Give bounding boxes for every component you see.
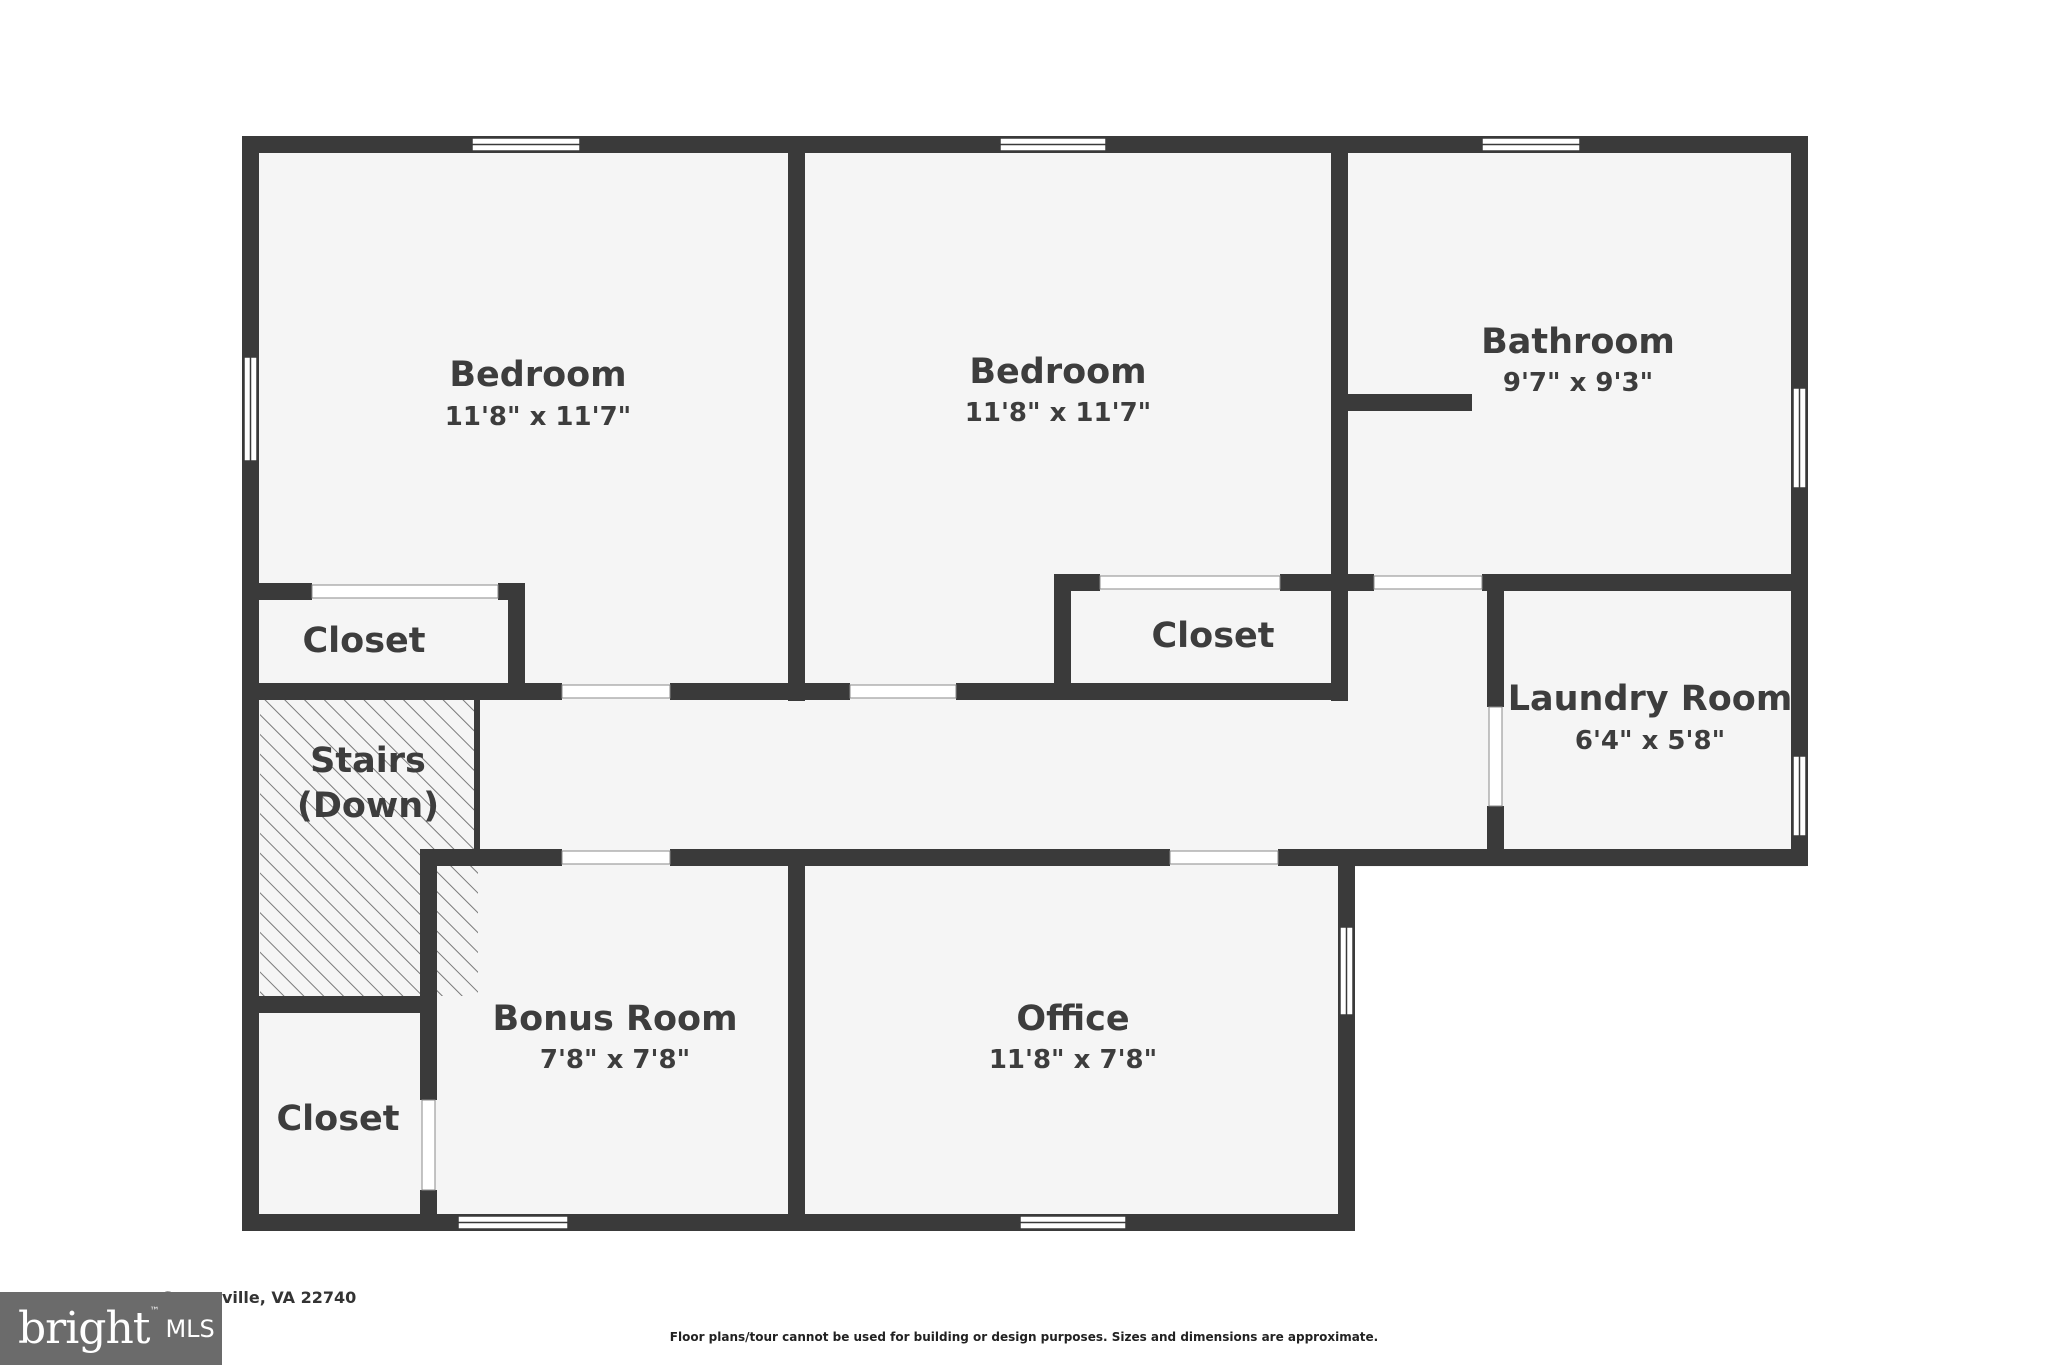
wall-bed1-bed2 <box>788 136 805 701</box>
door-bonus <box>561 850 671 865</box>
room-dimensions: 11'8" x 11'7" <box>445 402 631 432</box>
room-dimensions: 11'8" x 7'8" <box>989 1045 1157 1075</box>
window-bath-right <box>1792 387 1807 489</box>
wall-bath-stub <box>1348 394 1472 411</box>
wall-stairs-bottom <box>242 996 437 1013</box>
door-bath <box>1373 575 1483 590</box>
window-bonus-bottom <box>457 1215 569 1230</box>
wall-hall-bottom-c <box>1278 849 1498 866</box>
wall-hall-bottom-b <box>670 849 1170 866</box>
wall-bonus-left <box>420 850 437 1100</box>
windows <box>243 137 1807 1230</box>
door-laundry <box>1488 706 1503 807</box>
stairs-hatch-lower <box>260 850 424 996</box>
room-name: Bedroom <box>969 352 1146 392</box>
door-closet2 <box>1099 575 1281 590</box>
window-bed2-top <box>999 137 1107 152</box>
wall-hall-top-b <box>670 683 850 700</box>
bright-mls-logo: bright ™ MLS <box>0 1292 222 1365</box>
door-bed1 <box>561 684 671 699</box>
door-office <box>1169 850 1279 865</box>
window-office-bottom <box>1019 1215 1127 1230</box>
room-subtitle: (Down) <box>297 786 439 826</box>
wall-laundry-left-top <box>1487 582 1504 707</box>
window-office-right <box>1339 926 1354 1016</box>
room-name: Bedroom <box>449 355 626 395</box>
room-dimensions: 11'8" x 11'7" <box>965 398 1151 428</box>
wall-stairs-right <box>474 700 480 850</box>
wall-closet1-right <box>508 583 525 700</box>
room-name: Stairs <box>310 741 426 781</box>
window-bath-top <box>1481 137 1581 152</box>
wall-closet2-left <box>1054 574 1071 700</box>
room-name: Office <box>1016 999 1129 1039</box>
room-labels: Bedroom 11'8" x 11'7" Bedroom 11'8" x 11… <box>276 322 1792 1139</box>
room-name: Closet <box>276 1099 399 1139</box>
window-bed1-left <box>243 356 258 462</box>
room-dimensions: 6'4" x 5'8" <box>1575 726 1725 756</box>
wall-bed2-bath <box>1331 136 1348 701</box>
logo-wordmark: bright <box>18 1303 150 1354</box>
room-name: Bonus Room <box>492 999 737 1039</box>
wall-bonus-office <box>788 858 805 1231</box>
wall-hall-bottom-a <box>420 849 562 866</box>
window-bed1-top <box>471 137 581 152</box>
wall-closet2-top-a <box>1054 574 1100 591</box>
wall-laundry-top-a <box>1482 574 1808 591</box>
doors <box>311 575 1503 1191</box>
disclaimer-text: Floor plans/tour cannot be used for buil… <box>669 1330 1379 1344</box>
wall-right-lower <box>1338 849 1355 1231</box>
wall-hall-top-a <box>242 683 562 700</box>
room-dimensions: 7'8" x 7'8" <box>540 1045 690 1075</box>
window-laundry-right <box>1792 755 1807 837</box>
wall-hall-top-c <box>956 683 1348 700</box>
wall-closet1-top-b <box>498 583 525 600</box>
door-bed2 <box>849 684 957 699</box>
room-name: Closet <box>302 621 425 661</box>
door-closet1 <box>311 584 499 599</box>
room-name: Bathroom <box>1481 322 1675 362</box>
logo-mls-text: MLS <box>165 1314 215 1343</box>
wall-closet1-top-a <box>242 583 312 600</box>
floor-main <box>244 140 1806 867</box>
logo-trademark: ™ <box>149 1306 160 1317</box>
room-name: Closet <box>1151 616 1274 656</box>
door-closet3 <box>421 1099 436 1191</box>
room-dimensions: 9'7" x 9'3" <box>1503 368 1653 398</box>
wall-closet2-top-b <box>1280 574 1374 591</box>
wall-right-upper <box>1791 136 1808 865</box>
wall-bonus-left-lower <box>420 1190 437 1231</box>
room-name: Laundry Room <box>1508 679 1793 719</box>
